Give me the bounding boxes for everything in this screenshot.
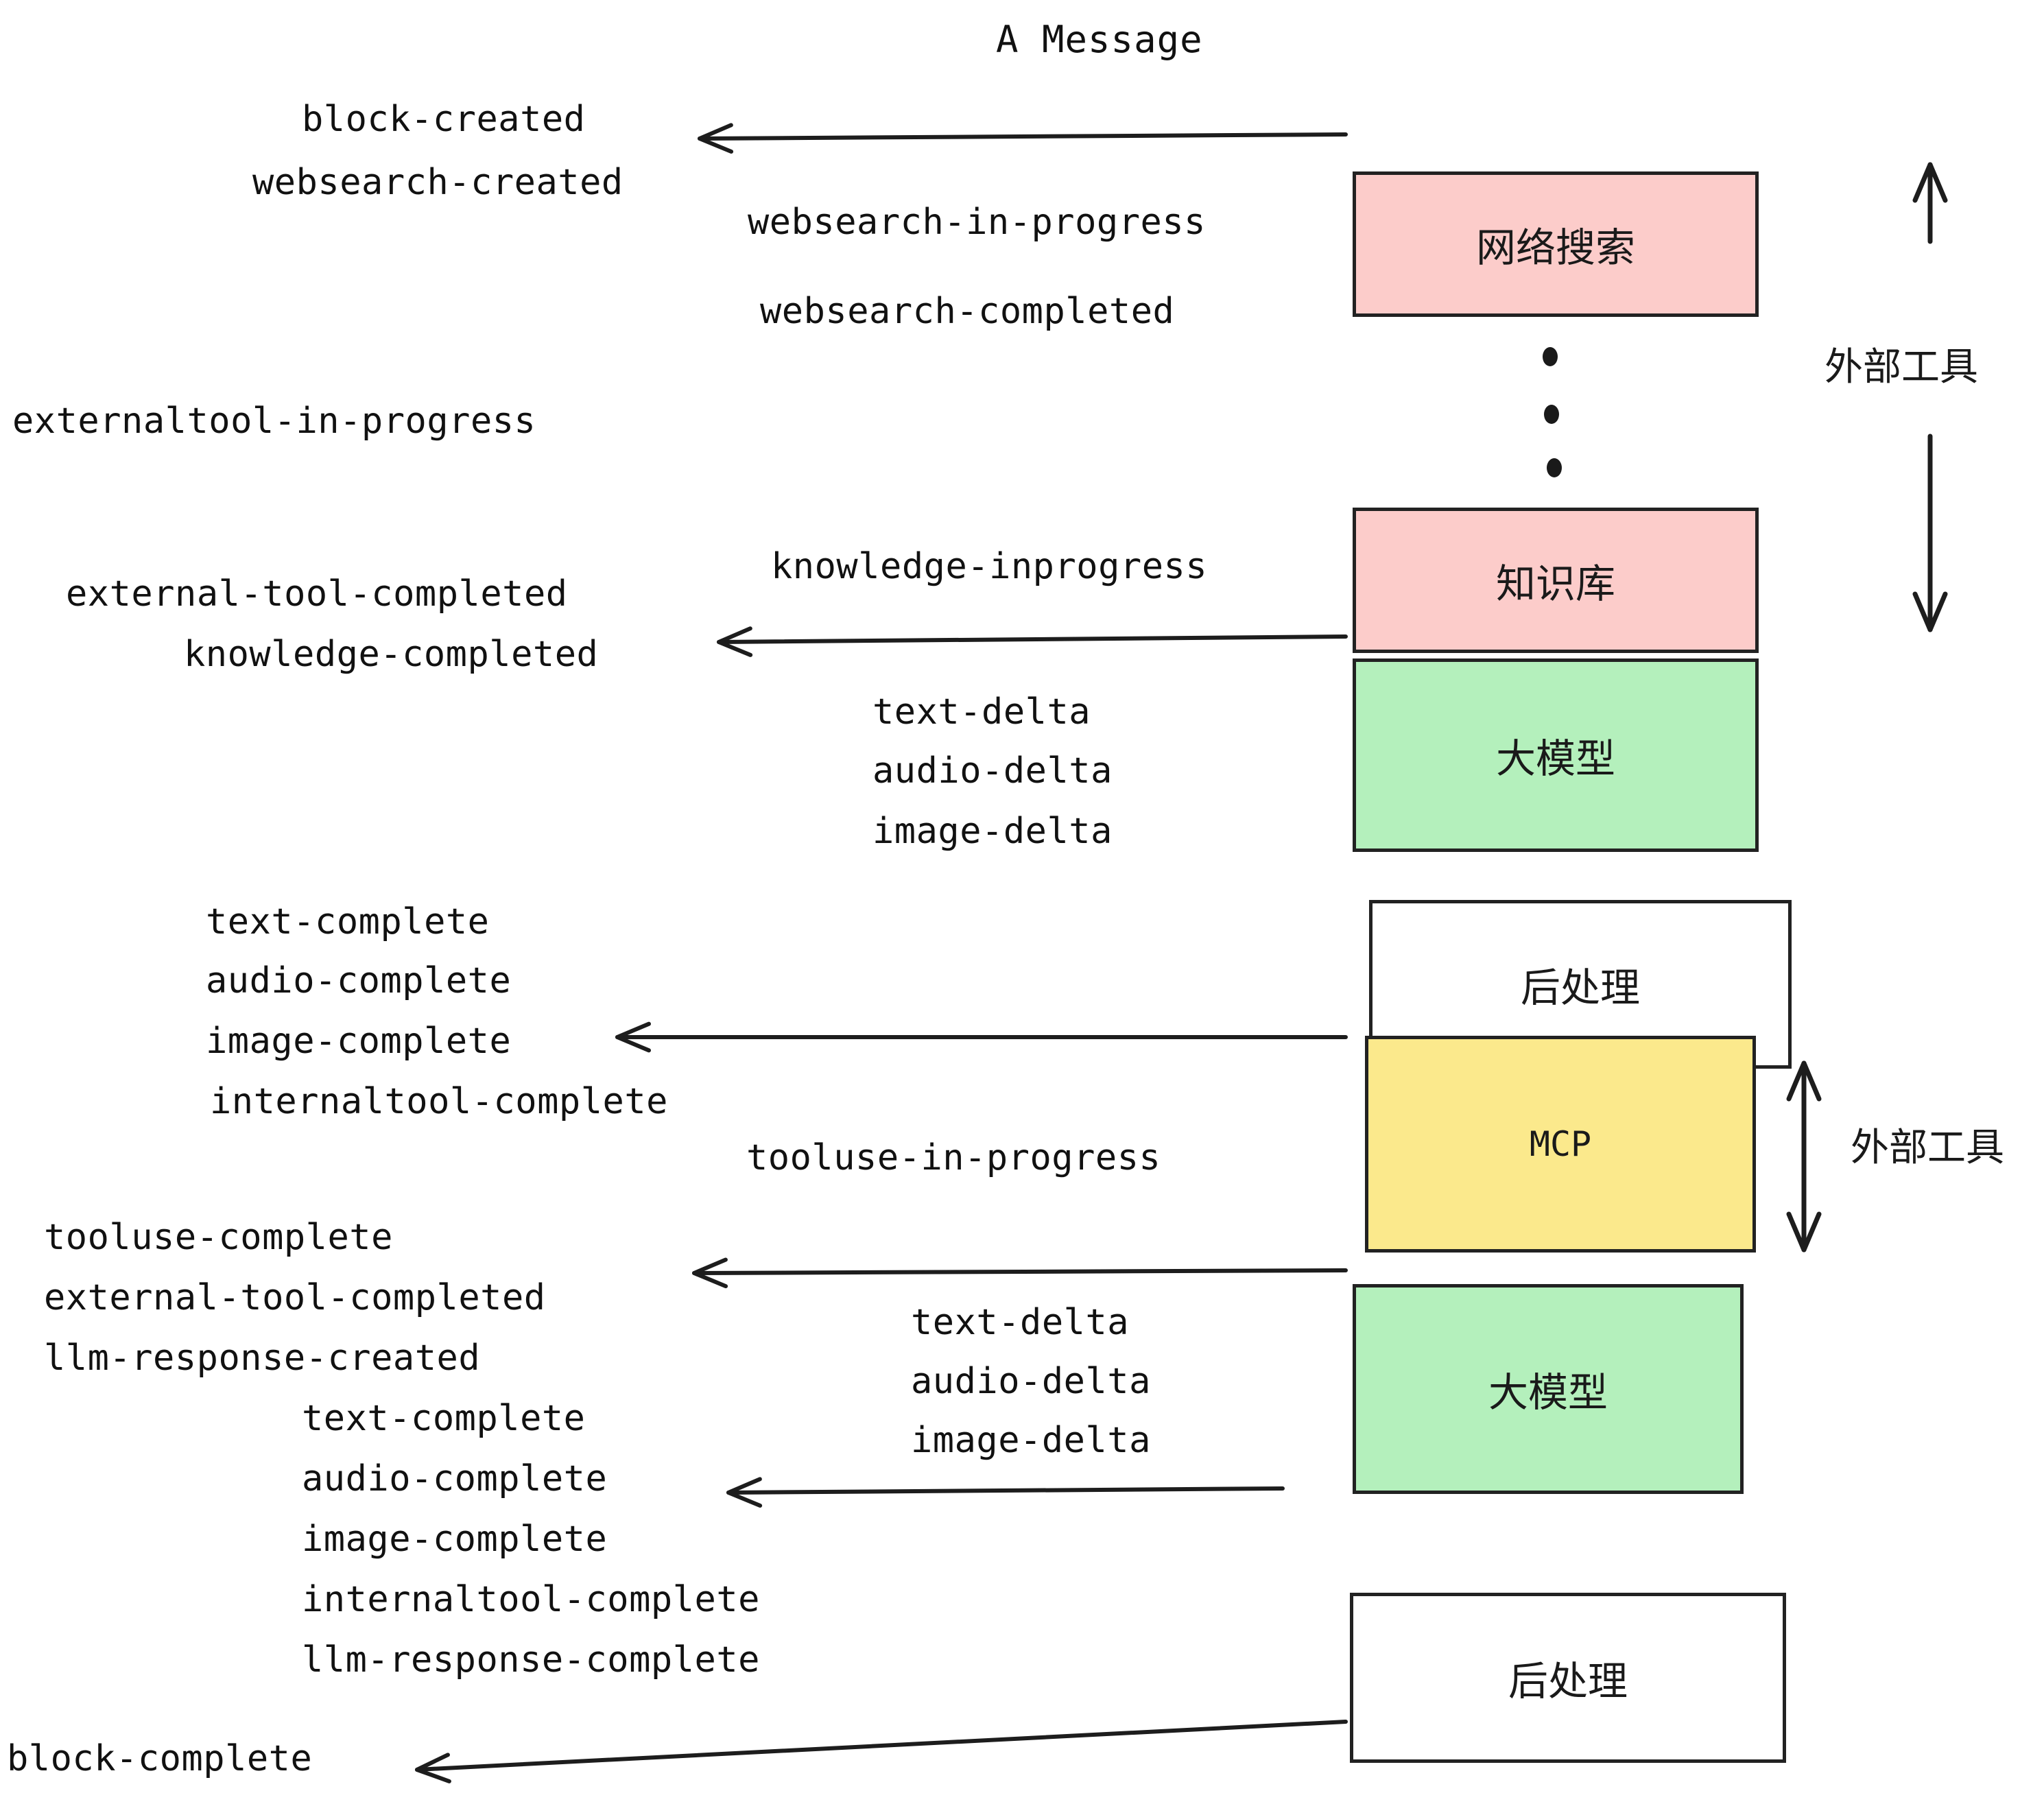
event-label: audio-complete bbox=[206, 960, 512, 1001]
arrow-tooluse-complete bbox=[692, 1257, 1348, 1289]
arrow-block-complete bbox=[415, 1720, 1348, 1783]
event-label: websearch-completed bbox=[760, 291, 1175, 332]
event-label: text-delta bbox=[911, 1302, 1130, 1343]
node-box-websearch: 网络搜索 bbox=[1353, 171, 1759, 317]
node-label-mcp: MCP bbox=[1529, 1124, 1592, 1164]
node-box-post-2: 后处理 bbox=[1350, 1593, 1786, 1763]
ellipsis-dot bbox=[1543, 347, 1558, 366]
event-label: image-complete bbox=[302, 1519, 608, 1560]
node-box-llm-1: 大模型 bbox=[1353, 658, 1759, 852]
event-label: tooluse-in-progress bbox=[746, 1137, 1161, 1178]
event-label: image-complete bbox=[206, 1021, 512, 1062]
arrow-image-complete bbox=[615, 1021, 1348, 1053]
node-box-llm-2: 大模型 bbox=[1353, 1284, 1744, 1494]
event-label: audio-complete bbox=[302, 1458, 608, 1499]
ellipsis-dot bbox=[1547, 458, 1562, 477]
node-label-llm-1: 大模型 bbox=[1495, 735, 1615, 782]
event-label: external-tool-completed bbox=[44, 1277, 546, 1318]
node-label-post-2: 后处理 bbox=[1508, 1658, 1628, 1705]
event-label: block-complete bbox=[7, 1738, 313, 1779]
event-label: knowledge-inprogress bbox=[771, 546, 1208, 587]
node-label-knowledge: 知识库 bbox=[1495, 560, 1615, 607]
event-label: websearch-in-progress bbox=[748, 202, 1206, 243]
vertical-ellipsis-icon bbox=[1543, 347, 1562, 477]
event-label: externaltool-in-progress bbox=[12, 401, 536, 442]
event-label: tooluse-complete bbox=[44, 1217, 393, 1258]
group-label-external-bottom: 外部工具 bbox=[1851, 1126, 2004, 1170]
node-box-mcp: MCP bbox=[1365, 1036, 1756, 1253]
node-label-llm-2: 大模型 bbox=[1488, 1369, 1608, 1416]
event-label: audio-delta bbox=[872, 750, 1113, 792]
external-tool-up-1 bbox=[1912, 162, 1948, 244]
event-label: websearch-created bbox=[252, 162, 623, 203]
event-label: block-created bbox=[302, 99, 586, 140]
event-label: text-complete bbox=[302, 1398, 586, 1439]
ellipsis-dot bbox=[1544, 405, 1559, 424]
arrow-knowledge-done bbox=[717, 626, 1348, 657]
node-box-knowledge: 知识库 bbox=[1353, 508, 1759, 653]
event-label: image-delta bbox=[872, 811, 1113, 852]
external-tool-down-1 bbox=[1912, 434, 1948, 632]
event-label: internaltool-complete bbox=[302, 1579, 760, 1620]
diagram-title: A Message bbox=[996, 18, 1203, 61]
flow-arrows bbox=[415, 123, 1348, 1783]
event-label: audio-delta bbox=[911, 1361, 1151, 1402]
arrow-audio-complete bbox=[726, 1477, 1285, 1508]
event-label: text-delta bbox=[872, 691, 1091, 733]
node-label-post-1: 后处理 bbox=[1520, 964, 1640, 1011]
event-label: knowledge-completed bbox=[184, 634, 599, 675]
external-tool-down-2 bbox=[1786, 1144, 1822, 1253]
event-label: llm-response-complete bbox=[302, 1639, 760, 1681]
event-label: llm-response-created bbox=[44, 1338, 481, 1379]
event-label: external-tool-completed bbox=[66, 573, 568, 615]
external-tool-up-2 bbox=[1786, 1060, 1822, 1150]
event-label: image-delta bbox=[911, 1420, 1151, 1461]
group-arrows bbox=[1786, 162, 1948, 1253]
event-label: text-complete bbox=[206, 901, 490, 942]
event-label: internaltool-complete bbox=[210, 1081, 668, 1122]
group-label-external-top: 外部工具 bbox=[1825, 345, 1978, 390]
node-label-websearch: 网络搜索 bbox=[1475, 224, 1635, 271]
arrow-block-created bbox=[698, 123, 1348, 154]
